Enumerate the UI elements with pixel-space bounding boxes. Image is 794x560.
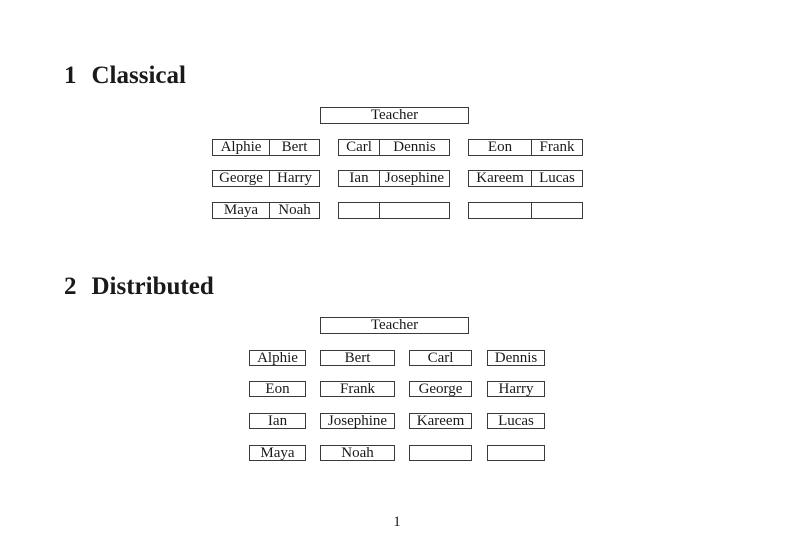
seat-empty: [531, 203, 582, 218]
seat-bert: Bert: [269, 140, 319, 155]
section-number-classical: 1: [64, 62, 77, 89]
seat-noah: Noah: [269, 203, 319, 218]
seat-empty: [469, 203, 531, 218]
seat-bert: Bert: [320, 350, 395, 366]
seat-ian: Ian: [349, 171, 369, 186]
seat-empty: [487, 445, 545, 461]
desk-ian-josephine: Ian Josephine: [338, 170, 450, 187]
desk-maya-noah: Maya Noah: [212, 202, 320, 219]
seat-alphie: Alphie: [220, 140, 262, 155]
desk-carl-dennis: Carl Dennis: [338, 139, 450, 156]
seat-dennis: Dennis: [379, 140, 449, 155]
teacher-box-distributed: Teacher: [320, 317, 469, 334]
section-heading-classical: 1 Classical: [64, 63, 186, 88]
desk-kareem-lucas: Kareem Lucas: [468, 170, 583, 187]
seat-josephine: Josephine: [320, 413, 395, 429]
seat-maya: Maya: [249, 445, 306, 461]
section-number-distributed: 2: [64, 273, 77, 300]
teacher-box-classical: Teacher: [320, 107, 469, 124]
seat-eon: Eon: [249, 381, 306, 397]
desk-alphie-bert: Alphie Bert: [212, 139, 320, 156]
page-number: 1: [393, 514, 401, 530]
seat-harry: Harry: [487, 381, 545, 397]
seat-harry: Harry: [269, 171, 319, 186]
seat-carl: Carl: [346, 140, 372, 155]
seat-kareem: Kareem: [409, 413, 472, 429]
seat-ian: Ian: [249, 413, 306, 429]
seat-lucas: Lucas: [487, 413, 545, 429]
teacher-label-classical: Teacher: [370, 107, 419, 123]
seat-george: George: [219, 171, 263, 186]
seat-noah: Noah: [320, 445, 395, 461]
section-heading-distributed: 2 Distributed: [64, 274, 214, 299]
seat-george: George: [409, 381, 472, 397]
desk-empty-2: [468, 202, 583, 219]
seat-frank: Frank: [531, 140, 582, 155]
seat-dennis: Dennis: [487, 350, 545, 366]
seat-josephine: Josephine: [379, 171, 449, 186]
seat-frank: Frank: [320, 381, 395, 397]
seat-maya: Maya: [223, 203, 259, 218]
seat-lucas: Lucas: [531, 171, 582, 186]
desk-eon-frank: Eon Frank: [468, 139, 583, 156]
seat-empty: [339, 203, 379, 218]
seat-eon: Eon: [487, 140, 513, 155]
section-title-classical: Classical: [91, 62, 186, 89]
section-title-distributed: Distributed: [91, 273, 214, 300]
seat-alphie: Alphie: [249, 350, 306, 366]
desk-george-harry: George Harry: [212, 170, 320, 187]
desk-empty-1: [338, 202, 450, 219]
seat-empty: [409, 445, 472, 461]
seat-kareem: Kareem: [476, 171, 524, 186]
seat-empty: [379, 203, 449, 218]
teacher-label-distributed: Teacher: [370, 317, 419, 333]
seat-carl: Carl: [409, 350, 472, 366]
